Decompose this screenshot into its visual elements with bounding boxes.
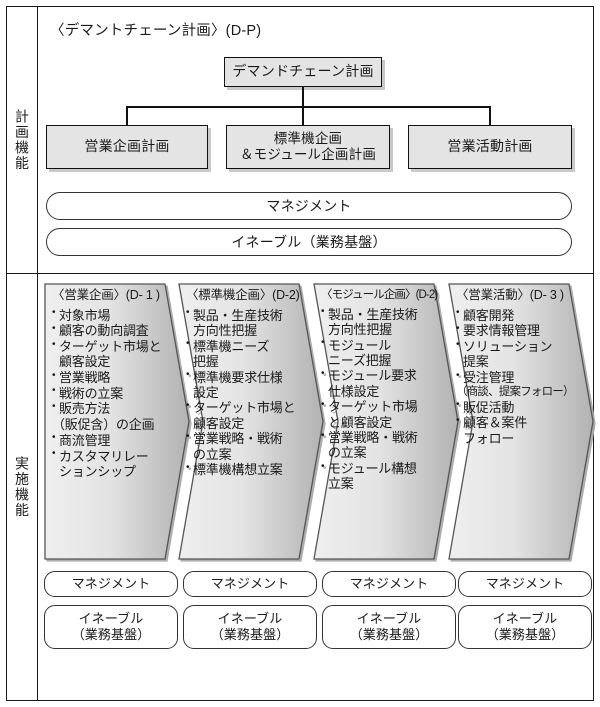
chevron-content: 〈営業活動〉(D- 3 ) 顧客開発 要求情報管理 ソリューション 提案 受注管… <box>448 283 594 560</box>
list-item: 標準機構想立案 <box>186 462 304 478</box>
planning-section: 計画機能 〈デマントチェーン計画〉(D-P) デマンドチェーン計画 営業企画計画… <box>7 7 593 274</box>
implementation-section: 実施機能 <box>7 274 594 700</box>
diagram-title: 〈デマントチェーン計画〉(D-P) <box>50 23 262 39</box>
chevron-sales-planning: 〈営業企画〉(D- 1 ) 対象市場 顧客の動向調査 ターゲット市場と 顧客設定… <box>44 283 190 560</box>
list-item: モジュール構想 立案 <box>321 461 439 492</box>
chevron-content: 〈標準機企画〉(D-2) 製品・生産技術 方向性把握 標準機ニーズ 把握 標準機… <box>178 283 324 560</box>
list-item: モジュール要求 仕様設定 <box>321 368 439 399</box>
list-item: 販売方法 <box>52 401 170 417</box>
column-enable-box-3: イネーブル （業務基盤） <box>322 605 456 649</box>
list-item: 製品・生産技術 方向性把握 <box>186 307 304 338</box>
connector-right-stem <box>489 106 491 125</box>
list-item: 標準機ニーズ 把握 <box>186 338 304 369</box>
plan-box-sales-planning: 営業企画計画 <box>46 125 208 169</box>
chevron-item-list: 顧客開発 要求情報管理 ソリューション 提案 受注管理 （商談、提案フォロー） … <box>456 307 575 446</box>
chevron-header: 〈標準機企画〉(D-2) <box>186 288 300 302</box>
planning-section-label-text: 計画機能 <box>14 109 30 171</box>
planning-section-body: 〈デマントチェーン計画〉(D-P) デマンドチェーン計画 営業企画計画 標準機企… <box>38 7 593 273</box>
list-item: 営業戦略・戦術 の立案 <box>186 431 304 462</box>
column-management-box-4: マネジメント <box>458 571 592 597</box>
list-item: 標準機要求仕様 設定 <box>186 369 304 400</box>
list-item: 顧客＆案件 フォロー <box>456 415 574 446</box>
column-enable-box-4: イネーブル （業務基盤） <box>458 605 592 649</box>
column-enable-box-2: イネーブル （業務基盤） <box>183 605 317 649</box>
plan-box-standard-module: 標準機企画 ＆モジュール企画計画 <box>226 125 390 169</box>
list-item: 受注管理 <box>456 370 574 386</box>
list-item: モジュール ニーズ把握 <box>321 337 439 368</box>
list-item: 販促活動 <box>456 399 574 415</box>
chevron-header: 〈営業活動〉(D- 3 ) <box>456 288 564 302</box>
chevron-header: 〈営業企画〉(D- 1 ) <box>52 288 160 302</box>
chevron-item-list: 製品・生産技術 方向性把握 標準機ニーズ 把握 標準機要求仕様 設定 ターゲット… <box>186 307 304 478</box>
chevron-item-list: 対象市場 顧客の動向調査 ターゲット市場と 顧客設定 営業戦略 戦術の立案 販売… <box>52 307 170 479</box>
list-item: 営業戦略・戦術 の立案 <box>321 430 439 461</box>
list-item: 顧客開発 <box>456 307 574 323</box>
column-management-box-1: マネジメント <box>44 571 178 597</box>
implementation-section-label: 実施機能 <box>7 274 38 700</box>
column-management-box-2: マネジメント <box>183 571 317 597</box>
implementation-section-body: 〈営業企画〉(D- 1 ) 対象市場 顧客の動向調査 ターゲット市場と 顧客設定… <box>38 274 594 700</box>
chevron-header: 〈モジュール企画〉(D-2) <box>321 289 438 301</box>
chevron-standard-machine-planning: 〈標準機企画〉(D-2) 製品・生産技術 方向性把握 標準機ニーズ 把握 標準機… <box>178 283 324 560</box>
list-item: 要求情報管理 <box>456 323 574 339</box>
planning-enable-bar: イネーブル（業務基盤） <box>46 228 572 256</box>
list-item: ターゲット市場 と顧客設定 <box>321 399 439 430</box>
chevron-module-planning: 〈モジュール企画〉(D-2) 製品・生産技術 方向性把握 モジュール ニーズ把握… <box>313 283 459 560</box>
list-item: 戦術の立案 <box>52 385 170 401</box>
column-enable-box-1: イネーブル （業務基盤） <box>44 605 178 649</box>
implementation-columns: 〈営業企画〉(D- 1 ) 対象市場 顧客の動向調査 ターゲット市場と 顧客設定… <box>38 274 594 700</box>
list-item: ターゲット市場と 顧客設定 <box>186 400 304 431</box>
connector-horizontal <box>126 106 491 108</box>
plan-box-sales-activity: 営業活動計画 <box>408 125 572 169</box>
chevron-content: 〈モジュール企画〉(D-2) 製品・生産技術 方向性把握 モジュール ニーズ把握… <box>313 283 459 560</box>
connector-left-stem <box>126 106 128 125</box>
list-item: カスタマリレー ションシップ <box>52 448 170 479</box>
diagram-frame: 計画機能 〈デマントチェーン計画〉(D-P) デマンドチェーン計画 営業企画計画… <box>6 6 594 701</box>
planning-management-bar: マネジメント <box>46 192 572 220</box>
list-item: 顧客の動向調査 <box>52 323 170 339</box>
implementation-section-label-text: 実施機能 <box>14 456 30 518</box>
list-item: 製品・生産技術 方向性把握 <box>321 306 439 337</box>
root-box-demand-chain-plan: デマンドチェーン計画 <box>224 57 382 87</box>
list-item: （商談、提案フォロー） <box>456 385 575 398</box>
list-item: 対象市場 <box>52 307 170 323</box>
planning-section-label: 計画機能 <box>7 7 38 273</box>
list-item: 営業戦略 <box>52 370 170 386</box>
chevron-item-list: 製品・生産技術 方向性把握 モジュール ニーズ把握 モジュール要求 仕様設定 タ… <box>321 306 439 492</box>
list-item: 商流管理 <box>52 432 170 448</box>
column-management-box-3: マネジメント <box>322 571 456 597</box>
list-item: （販促含）の企画 <box>52 417 155 433</box>
list-item: ソリューション 提案 <box>456 339 574 370</box>
list-item: ターゲット市場と 顧客設定 <box>52 339 170 370</box>
chevron-sales-activity: 〈営業活動〉(D- 3 ) 顧客開発 要求情報管理 ソリューション 提案 受注管… <box>448 283 594 560</box>
chevron-content: 〈営業企画〉(D- 1 ) 対象市場 顧客の動向調査 ターゲット市場と 顧客設定… <box>44 283 190 560</box>
